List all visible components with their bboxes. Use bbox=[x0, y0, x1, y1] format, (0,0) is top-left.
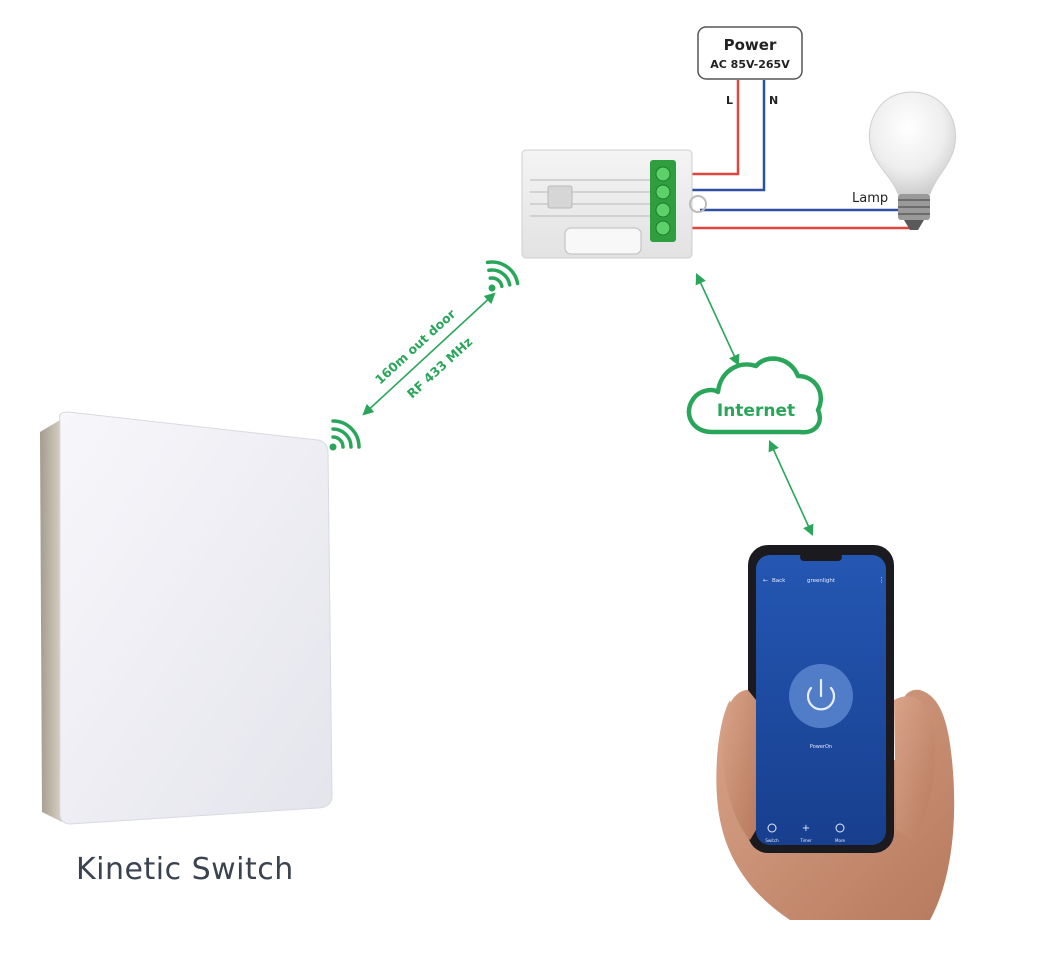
nav-switch-label: Switch bbox=[765, 838, 779, 843]
cloud-phone-arrow bbox=[768, 439, 814, 537]
rf-arrow bbox=[362, 292, 496, 416]
smartphone-in-hand: Back ← greenlight ⋮ PowerOn Switch + Tim… bbox=[716, 545, 955, 920]
kinetic-switch-label: Kinetic Switch bbox=[76, 852, 294, 887]
switch-plate bbox=[59, 411, 333, 825]
lamp-label: Lamp bbox=[852, 191, 888, 206]
power-state-label: PowerOn bbox=[810, 744, 832, 750]
cloud-icon bbox=[686, 356, 824, 435]
power-title: Power bbox=[724, 36, 777, 54]
lamp-bulb: Lamp bbox=[852, 91, 957, 230]
bottom-nav: Switch + Timer More bbox=[765, 823, 845, 843]
hand-left-fingers bbox=[722, 690, 756, 840]
wireless-icon-switch bbox=[329, 419, 361, 451]
power-box bbox=[697, 26, 803, 80]
module-slot bbox=[564, 227, 642, 255]
internet-link: Internet bbox=[686, 272, 824, 537]
live-label: L bbox=[726, 94, 733, 107]
more-menu-icon[interactable]: ⋮ bbox=[878, 576, 885, 584]
wifi-relay-module bbox=[521, 149, 707, 259]
nav-timer-label: Timer bbox=[799, 838, 812, 843]
power-spec: AC 85V-265V bbox=[710, 58, 790, 71]
rf-link: 160m out door RF 433 MHz bbox=[362, 292, 496, 416]
hand-thumb-fingers bbox=[894, 696, 936, 840]
cloud-label: Internet bbox=[717, 401, 795, 421]
nav-timer[interactable]: + Timer bbox=[799, 823, 812, 843]
power-supply: Power AC 85V-265V L N bbox=[697, 26, 803, 107]
module-button bbox=[547, 185, 573, 209]
module-cloud-arrow bbox=[695, 272, 740, 367]
bulb-glass bbox=[868, 91, 957, 195]
phone-notch bbox=[800, 553, 842, 561]
nav-more-icon bbox=[835, 823, 845, 833]
wireless-icon-module bbox=[485, 260, 520, 292]
terminal-screws bbox=[655, 166, 671, 236]
module-terminal-block bbox=[650, 160, 676, 242]
nav-more-label: More bbox=[835, 838, 845, 843]
neutral-label: N bbox=[769, 94, 778, 107]
kinetic-switch bbox=[40, 411, 333, 825]
power-icon bbox=[806, 678, 836, 711]
nav-switch[interactable]: Switch bbox=[765, 823, 779, 843]
live-wire-input bbox=[672, 80, 740, 176]
nav-more[interactable]: More bbox=[835, 823, 845, 843]
switch-edge bbox=[40, 420, 62, 822]
neutral-wire-input bbox=[690, 80, 766, 192]
nav-timer-icon: + bbox=[802, 823, 810, 834]
app-title: greenlight bbox=[807, 578, 836, 584]
neutral-wire-lamp bbox=[700, 208, 912, 218]
app-back-button[interactable]: Back bbox=[772, 578, 786, 584]
nav-switch-icon bbox=[767, 823, 777, 833]
wire-clip bbox=[689, 195, 707, 213]
back-arrow-icon: ← bbox=[763, 577, 768, 584]
rf-range-label: 160m out door bbox=[372, 306, 459, 388]
